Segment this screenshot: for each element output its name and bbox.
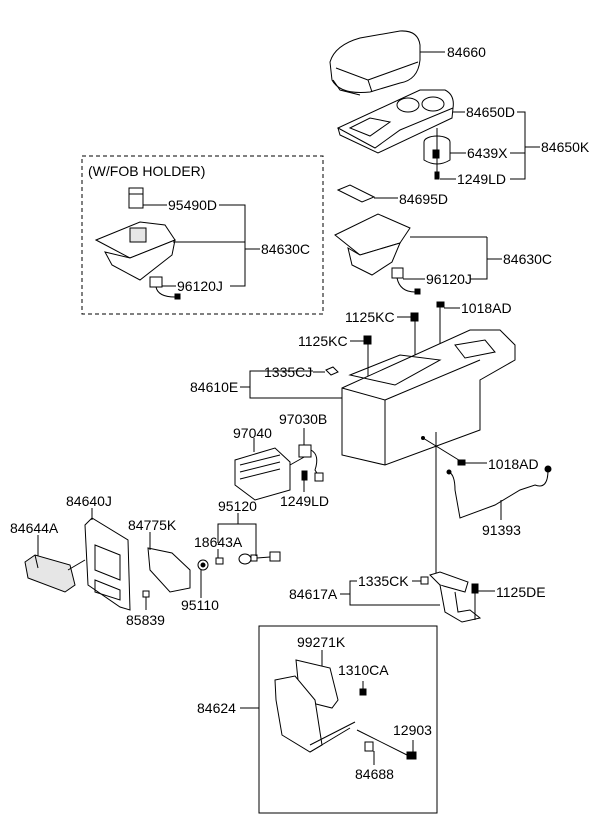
part-label: 12903 — [393, 722, 432, 738]
part-label: 96120J — [426, 271, 472, 287]
switch-97030B-part[interactable] — [298, 444, 324, 482]
storage-box-fob-part[interactable] — [94, 221, 176, 281]
part-label: 1335CK — [358, 573, 409, 589]
part-label: 84695D — [399, 191, 448, 207]
nut-1310CA[interactable] — [359, 688, 367, 696]
lower-bracket-part[interactable] — [274, 675, 356, 753]
part-label: 97030B — [279, 411, 327, 427]
part-label: 1125KC — [345, 309, 395, 325]
connector-part[interactable] — [391, 267, 421, 295]
clip-1335CK[interactable] — [420, 576, 429, 585]
part-label: 84640J — [66, 493, 112, 509]
rear-air-vent-part[interactable] — [234, 447, 291, 501]
wire-harness-part[interactable] — [446, 465, 552, 519]
clip-84688[interactable] — [364, 741, 374, 752]
part-label: 84644A — [10, 520, 59, 536]
connector-fob-part[interactable] — [149, 276, 181, 300]
part-label: 95490D — [168, 197, 217, 213]
part-label: 1125KC — [298, 333, 348, 349]
part-label: 1018AD — [488, 456, 539, 472]
part-label: 95120 — [218, 498, 257, 514]
part-label: 84775K — [128, 517, 177, 533]
part-label: 6439X — [467, 145, 508, 161]
part-label: 96120J — [177, 278, 223, 294]
part-label: 1249LD — [457, 171, 506, 187]
part-label: 1125DE — [496, 584, 546, 600]
part-label: 84630C — [261, 241, 310, 257]
part-label: 1310CA — [338, 662, 389, 678]
trim-cover-part[interactable] — [24, 554, 76, 593]
part-label: 84610E — [190, 379, 238, 395]
part-label: 97040 — [233, 425, 272, 441]
bulb-18643A[interactable] — [215, 557, 224, 565]
power-outlet-part[interactable] — [197, 559, 209, 571]
part-label: 95110 — [181, 597, 219, 613]
part-label: 1249LD — [280, 493, 329, 509]
screw-1018AD[interactable] — [457, 459, 466, 466]
storage-box-part[interactable] — [334, 213, 411, 276]
clip-85839[interactable] — [142, 590, 150, 598]
part-label: 84617A — [289, 586, 338, 602]
armrest-lid-part[interactable] — [329, 30, 421, 96]
screw-12903[interactable] — [406, 751, 417, 760]
pocket-part[interactable] — [147, 547, 191, 593]
part-label: 91393 — [482, 522, 521, 538]
screw-1249LD[interactable] — [301, 470, 308, 481]
fob-holder-part[interactable] — [128, 187, 144, 209]
console-mat-part[interactable] — [336, 184, 376, 203]
main-console-part[interactable] — [341, 329, 516, 466]
lower-bracket-group-box — [258, 625, 438, 814]
fob-holder-group-box — [81, 155, 324, 315]
part-label: 84688 — [355, 766, 394, 782]
part-label: 84650K — [541, 139, 590, 155]
part-label: 84650D — [466, 104, 515, 120]
part-label: 1018AD — [461, 300, 512, 316]
bolt-1125DE[interactable] — [471, 583, 479, 620]
lighter-socket-part[interactable] — [238, 551, 281, 565]
rear-bracket-part[interactable] — [429, 571, 482, 623]
part-label: 84630C — [503, 251, 552, 267]
part-label: 99271K — [297, 634, 346, 650]
part-label: 85839 — [126, 612, 165, 628]
part-label: 84660 — [447, 44, 486, 60]
clip-1335CJ[interactable] — [325, 366, 339, 376]
console-upper-cover-part[interactable] — [336, 89, 454, 154]
fob-holder-group-label: (W/FOB HOLDER) — [88, 163, 205, 179]
front-panel-part[interactable] — [84, 517, 131, 611]
part-label: 1335CJ — [264, 364, 312, 380]
screw-1018AD-top[interactable] — [436, 301, 445, 350]
part-label: 84624 — [197, 700, 236, 716]
